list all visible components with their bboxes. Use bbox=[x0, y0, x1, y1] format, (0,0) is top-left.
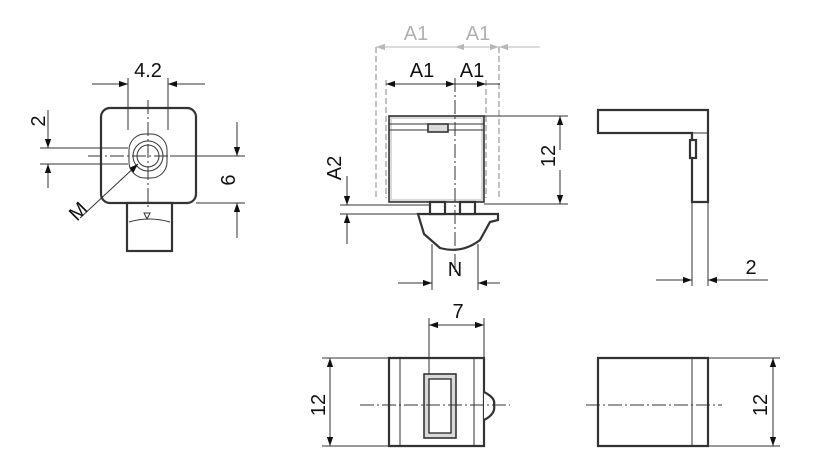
n-label: N bbox=[448, 259, 462, 281]
dim-6-label: 6 bbox=[218, 174, 240, 185]
top-slot-inner bbox=[428, 378, 452, 434]
a1-left-label: A1 bbox=[410, 60, 434, 82]
dim-m-label: M bbox=[65, 198, 92, 225]
front-view: 4.2 2 6 M bbox=[28, 60, 245, 253]
a1-ghost-left-label: A1 bbox=[404, 23, 428, 45]
a2-label: A2 bbox=[324, 156, 346, 180]
a1-right-label: A1 bbox=[460, 60, 484, 82]
middle-foot bbox=[416, 212, 500, 251]
dim-12-end-label: 12 bbox=[750, 394, 772, 416]
dim-12-top-left-label: 12 bbox=[308, 394, 330, 416]
dim-2-label: 2 bbox=[28, 115, 50, 126]
top-bump bbox=[483, 391, 496, 421]
profile-view: 12 2 bbox=[538, 108, 768, 286]
dim-4-2-label: 4.2 bbox=[134, 60, 162, 82]
middle-notch bbox=[427, 123, 449, 133]
front-stem bbox=[125, 201, 174, 253]
profile-notch bbox=[688, 138, 698, 160]
top-view: 7 12 bbox=[308, 301, 510, 448]
a1-ghost-right-label: A1 bbox=[466, 23, 490, 45]
dim-2-side-label: 2 bbox=[745, 257, 756, 279]
dim-12-side-label: 12 bbox=[538, 145, 560, 167]
end-view: 12 bbox=[586, 356, 780, 448]
dim-7-label: 7 bbox=[452, 301, 463, 323]
stem-curve bbox=[128, 218, 171, 223]
middle-view: A1 A1 A1 A1 A2 N bbox=[324, 23, 568, 290]
